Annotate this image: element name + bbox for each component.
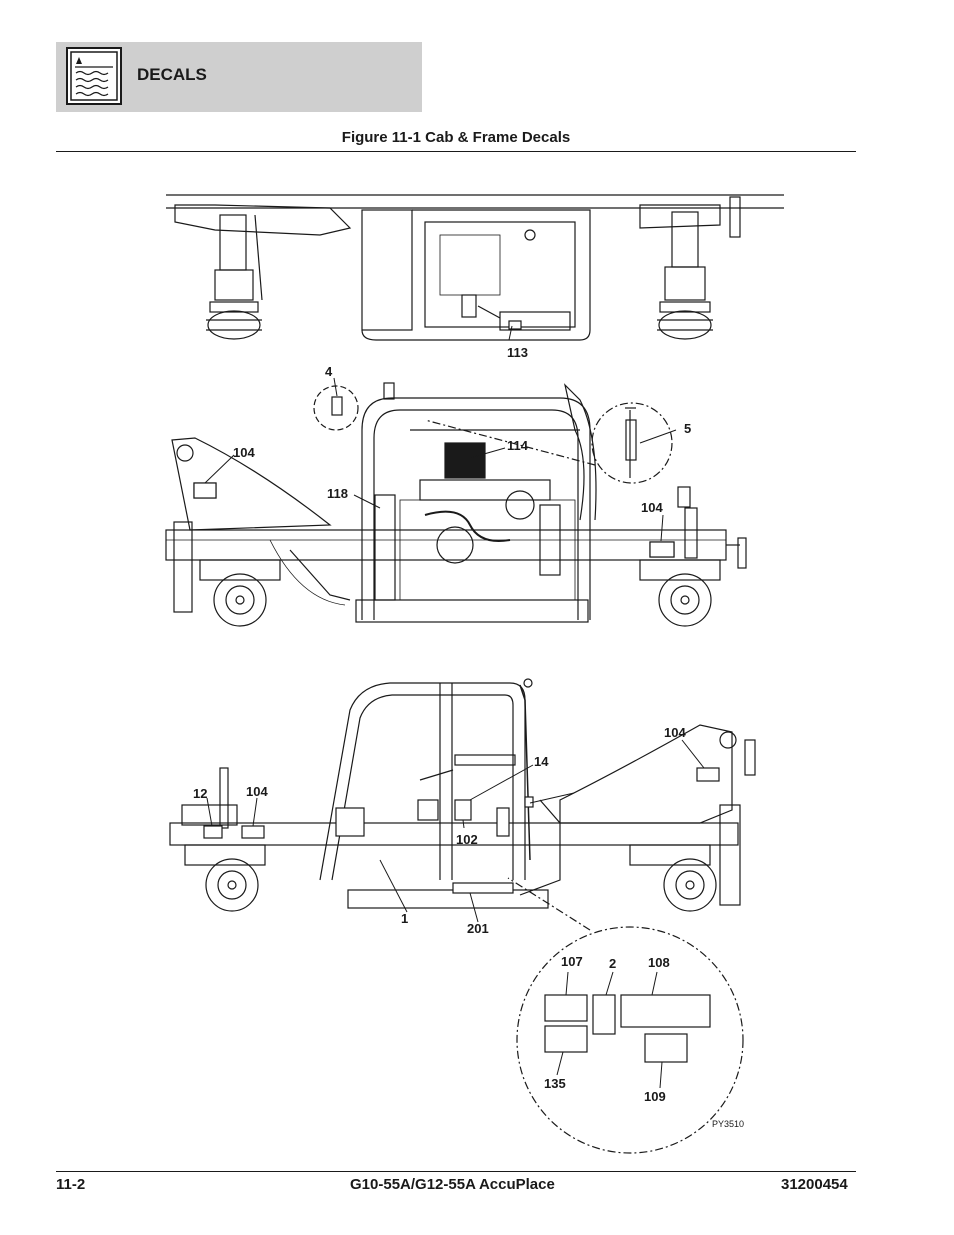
callout-114: 114 (507, 438, 529, 453)
decal-icon (66, 47, 122, 105)
callout-4: 4 (325, 364, 333, 379)
callout-1: 1 (401, 911, 408, 926)
callout-107: 107 (561, 954, 583, 969)
section-header: DECALS (56, 42, 422, 112)
section-title: DECALS (137, 65, 207, 84)
header-rule (56, 151, 856, 152)
figure-caption: Figure 11-1 Cab & Frame Decals (341, 129, 571, 146)
callout-109: 109 (644, 1089, 666, 1104)
part-number: 31200454 (781, 1176, 848, 1193)
callout-14: 14 (534, 754, 549, 769)
callout-12: 12 (193, 786, 207, 801)
callout-104-mid-right: 104 (641, 500, 663, 515)
callout-108: 108 (648, 955, 670, 970)
callout-104-bot-right: 104 (664, 725, 686, 740)
drawing-id: PY3510 (712, 1119, 744, 1129)
bottom-view (169, 678, 756, 1154)
callout-104-bot-left: 104 (246, 784, 268, 799)
middle-view (165, 382, 747, 627)
top-view (166, 194, 784, 341)
page-number: 11-2 (56, 1176, 86, 1193)
footer-rule (56, 1171, 856, 1172)
callout-5: 5 (684, 421, 691, 436)
callout-2: 2 (609, 956, 616, 971)
callout-135: 135 (544, 1076, 566, 1091)
callout-118: 118 (327, 486, 348, 501)
callout-201: 201 (467, 921, 489, 936)
callout-113: 113 (507, 345, 528, 360)
callout-104-mid-left: 104 (233, 445, 255, 460)
callout-102: 102 (456, 832, 478, 847)
model-name: G10-55A/G12-55A AccuPlace (350, 1176, 555, 1193)
